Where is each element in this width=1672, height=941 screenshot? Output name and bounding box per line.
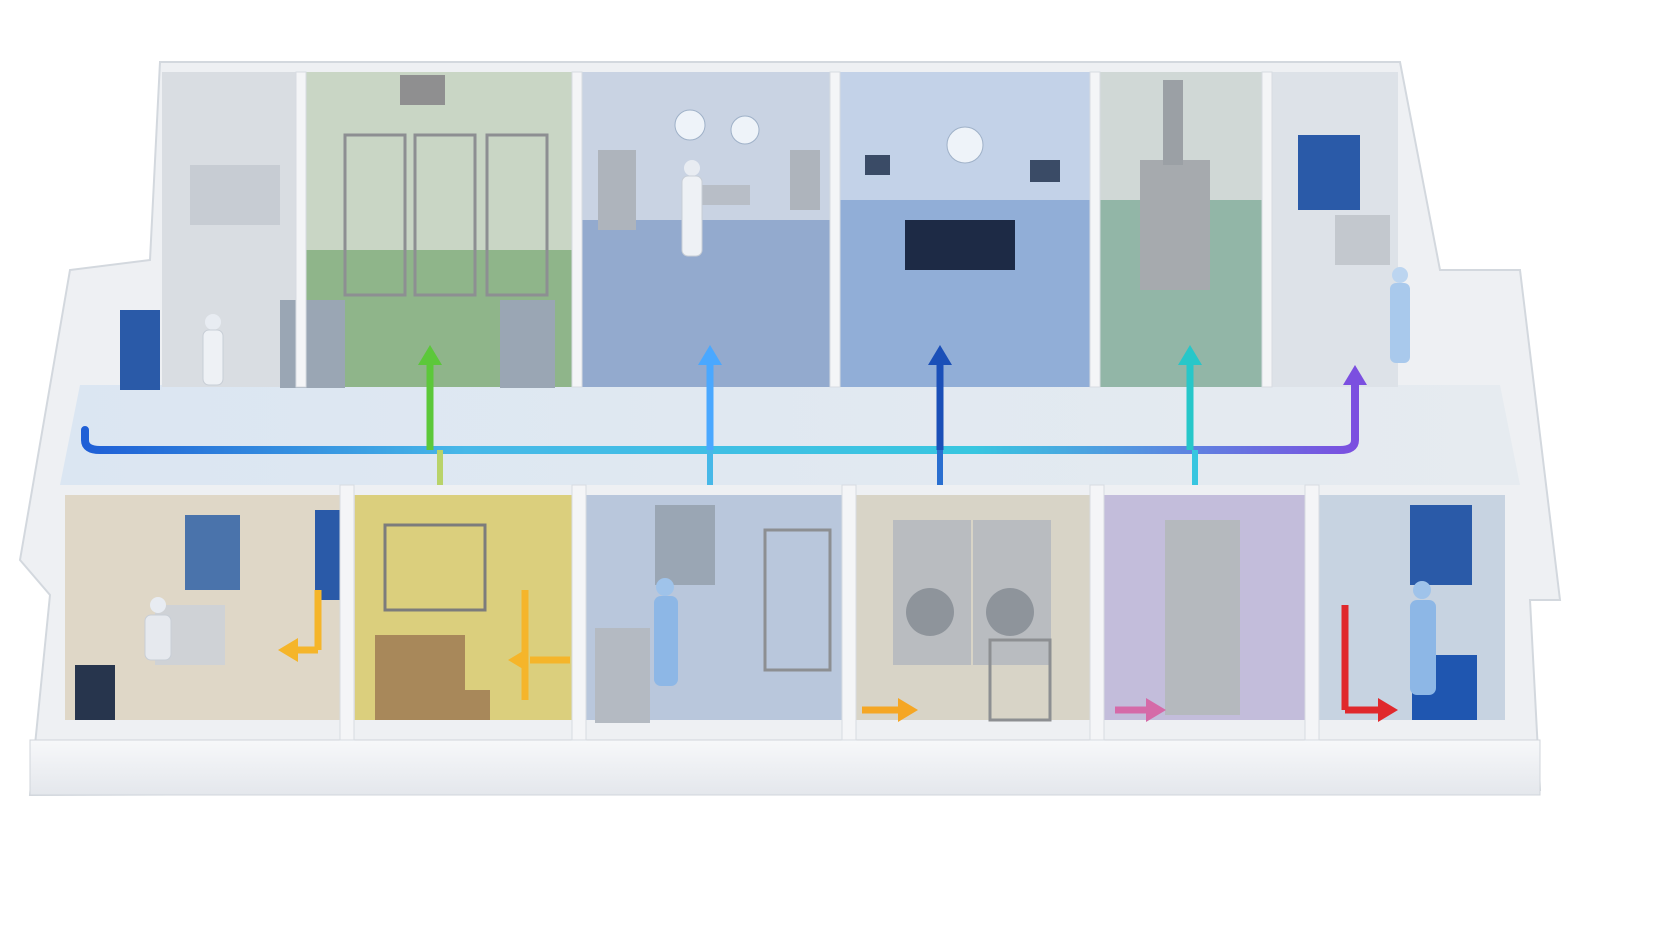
door-icon [500,300,555,388]
person-icon [654,578,678,686]
staff-figures [144,160,1436,695]
person-icon [681,160,703,257]
central-corridor [60,385,1520,485]
cage-rack-icon [763,528,832,672]
surgical-light-icon [730,115,760,145]
chimney-icon [1163,80,1183,165]
arrow-right-icon [1378,698,1398,722]
arrow-up-icon [418,345,442,365]
lower-rooms [65,495,1505,723]
door-icon [1298,135,1360,210]
clean-storage [1095,495,1310,720]
shelf-icon [383,523,487,612]
arrow-up-icon [698,345,722,365]
cage-rack-icon [988,638,1052,722]
person-icon [202,314,224,386]
interior-walls [295,71,1320,741]
person-icon [1410,581,1436,695]
office [65,495,355,720]
feed-bedding-store [355,495,577,720]
procedure-lab [578,72,836,387]
arrow-right-icon [898,698,918,722]
door-icon [280,300,345,388]
cage-rack-icon [413,133,477,297]
sink-icon [1335,215,1390,265]
laundry [847,495,1095,722]
cage-rack-icon [485,133,549,297]
arrow-left-icon [508,648,528,672]
printer-icon [75,665,115,720]
surgery-suite [836,72,1096,387]
monitor-icon [865,155,890,175]
vent-icon [400,75,445,105]
arrow-up-icon [1178,345,1202,365]
person-icon [1390,267,1410,363]
cabinet-icon [598,150,636,230]
cabinet-icon [790,150,820,210]
door-icon [655,505,715,585]
clean-exit-room [1268,72,1398,387]
arrow-left-icon [278,638,298,662]
arrow-up-icon [1343,365,1367,385]
sink-bench-icon [190,165,280,225]
sink-icon [595,628,650,723]
lower-flow-arrows [278,590,1398,722]
incinerator-icon [1140,160,1210,290]
operating-table-icon [905,220,1015,270]
door-icon [1410,505,1472,585]
arrow-right-icon [1146,698,1166,722]
cage-wash [577,495,847,723]
main-flow-path [81,345,1367,485]
cabinet-icon [1165,520,1240,715]
cage-rack-icon [343,133,407,297]
arrow-up-icon [928,345,952,365]
door-icon [120,310,160,390]
sack-icon [455,690,490,720]
surgical-light-icon [946,126,984,164]
animal-housing [280,72,578,388]
surgical-light-icon [674,109,706,141]
waste-room [1310,495,1505,720]
door-icon [315,510,343,600]
binder-shelf-icon [185,515,240,590]
monitor-icon [1030,160,1060,182]
sack-icon [375,635,465,720]
upper-rooms [120,72,1398,390]
incinerator-room [1096,72,1268,387]
person-icon [144,597,172,661]
anteroom [120,72,302,390]
workbench-icon [690,185,750,205]
